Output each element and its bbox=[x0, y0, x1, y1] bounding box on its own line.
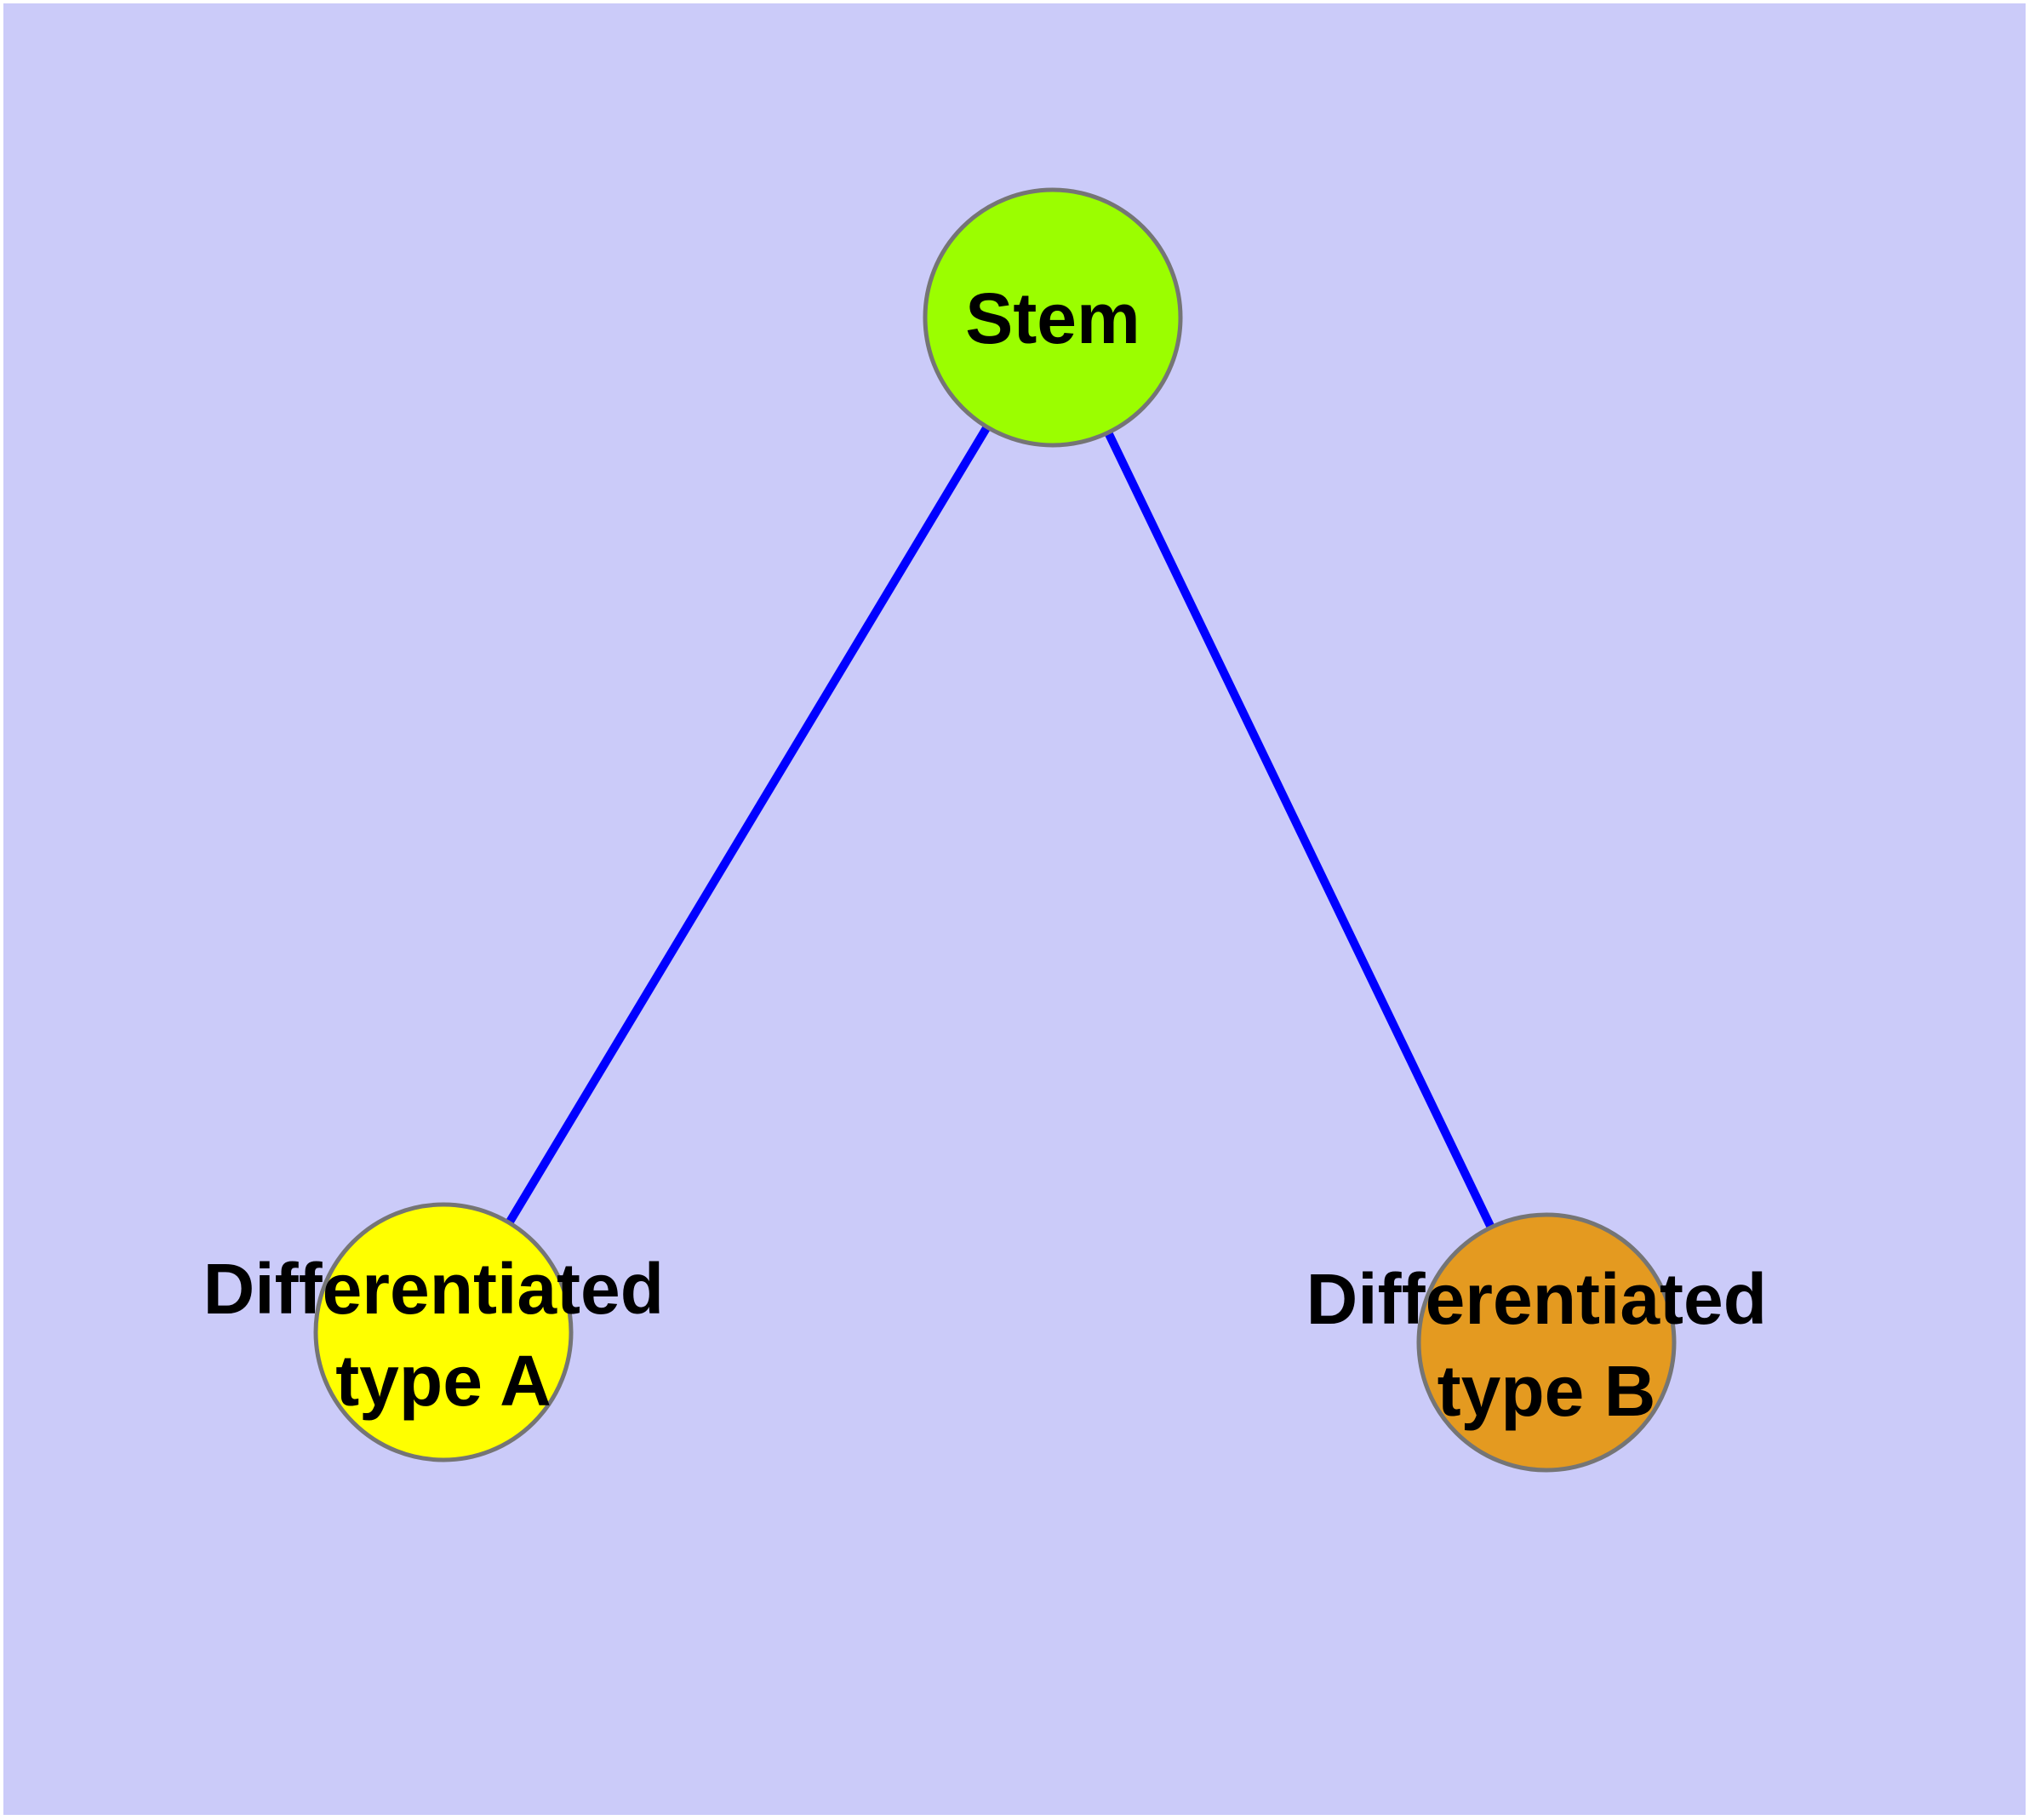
node-type-a-label-line2: type A bbox=[335, 1341, 552, 1421]
node-type-b-label: Differentiated type B bbox=[1306, 1259, 1787, 1431]
node-type-a-label: Differentiated type A bbox=[203, 1249, 684, 1421]
edge-stem-to-type-b bbox=[1049, 315, 1551, 1345]
node-differentiated-type-b bbox=[1416, 1212, 1677, 1473]
node-differentiated-type-a bbox=[313, 1202, 574, 1462]
node-stem bbox=[923, 187, 1183, 448]
node-type-b-label-line2: type B bbox=[1437, 1351, 1656, 1431]
node-type-b-label-line1: Differentiated bbox=[1306, 1259, 1767, 1339]
edge-stem-to-type-a bbox=[439, 315, 1057, 1335]
node-type-a-label-line1: Differentiated bbox=[203, 1249, 664, 1329]
node-stem-label: Stem bbox=[965, 278, 1140, 358]
